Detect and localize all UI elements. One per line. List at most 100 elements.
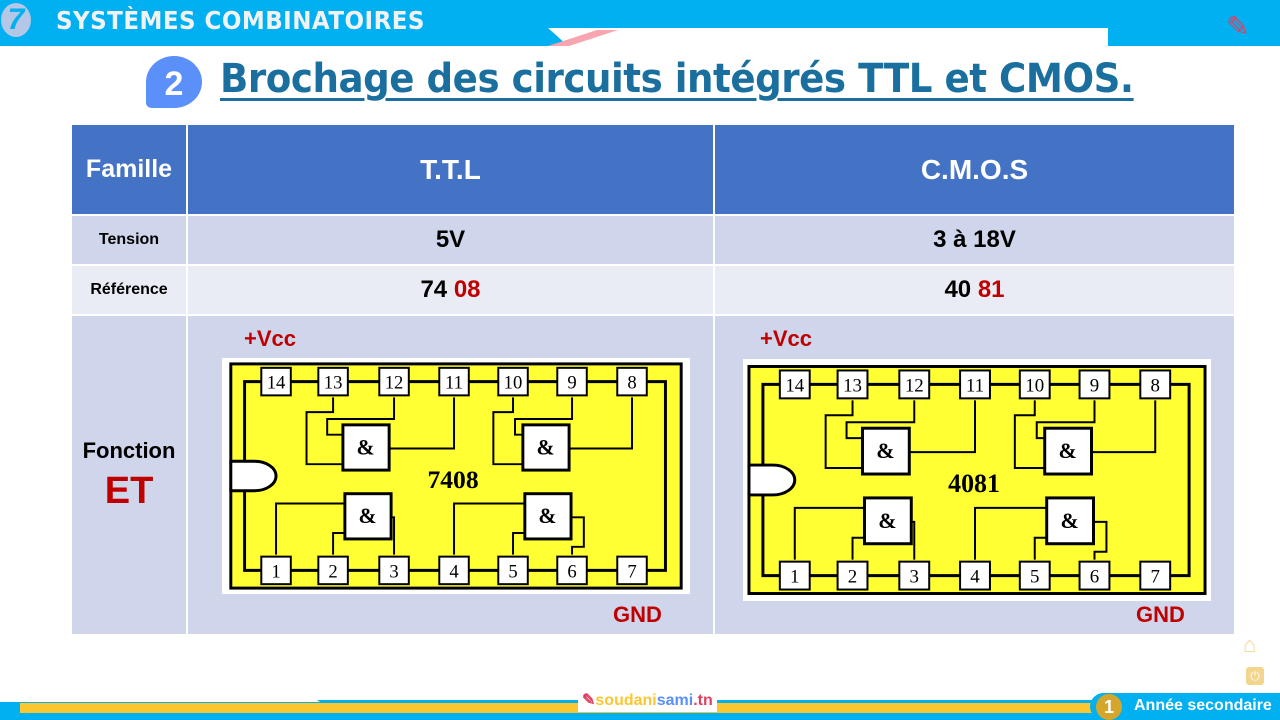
wire: [514, 397, 574, 436]
pin-number: 9: [1090, 375, 1099, 396]
gate-symbol: &: [878, 508, 896, 533]
pencil-icon: ✎: [582, 692, 596, 709]
pin-number: 11: [966, 375, 984, 396]
wire: [512, 532, 525, 555]
header-famille: Famille: [70, 123, 188, 216]
wire: [974, 506, 1047, 560]
gnd-label: GND: [613, 602, 662, 627]
chip-label: 7408: [428, 465, 479, 494]
home-icon[interactable]: ⌂: [1243, 632, 1257, 657]
wire: [845, 400, 916, 440]
label-reference: Référence: [70, 264, 188, 316]
wire: [390, 397, 456, 450]
chip-body: [229, 362, 683, 590]
pin-number: 6: [1090, 567, 1099, 588]
power-rail: [761, 382, 1191, 578]
and-gate: [523, 492, 573, 541]
pin-number: 1: [790, 567, 799, 588]
pin-number: 14: [785, 375, 804, 396]
level-text: Année secondaire: [1134, 697, 1272, 714]
pin: [378, 555, 410, 586]
chapter-title: SYSTÈMES COMBINATOIRES: [56, 6, 425, 35]
header-cmos: C.M.O.S: [713, 123, 1236, 216]
pin: [1018, 369, 1051, 400]
gnd-label: GND: [1136, 602, 1185, 627]
wire: [1013, 400, 1045, 470]
header-ttl: T.T.L: [186, 123, 715, 216]
pin-number: 5: [1030, 567, 1039, 588]
site-logo[interactable]: ✎soudanisami.tn: [578, 690, 717, 712]
pin: [260, 366, 292, 397]
pin: [1078, 369, 1111, 400]
decor-stripe: [548, 28, 1108, 48]
pin: [497, 555, 529, 586]
pin: [1018, 560, 1051, 591]
pin-number: 6: [567, 561, 576, 582]
chapter-number: 7: [1, 3, 31, 37]
pin: [556, 555, 588, 586]
pin-number: 8: [1151, 375, 1160, 396]
wire: [492, 397, 523, 466]
pin: [1078, 560, 1111, 591]
ref-suffix: 81: [977, 276, 1005, 303]
pin-number: 2: [848, 567, 857, 588]
wire: [851, 536, 865, 560]
level-badge: 1 Année secondaire: [1090, 693, 1280, 720]
pin: [438, 366, 470, 397]
section-title: Brochage des circuits intégrés TTL et CM…: [220, 56, 1134, 102]
pin-number: 2: [328, 561, 337, 582]
gate-symbol: &: [538, 504, 556, 528]
wire: [824, 400, 863, 470]
pin-number: 5: [508, 561, 517, 582]
tension-cmos: 3 à 18V: [713, 214, 1236, 266]
pin-number: 3: [389, 561, 398, 582]
footer-decor: [0, 692, 320, 702]
and-gate: [1043, 426, 1094, 476]
and-gate: [860, 426, 911, 476]
pin: [1139, 369, 1172, 400]
ref-prefix: 74: [420, 276, 448, 303]
wire: [910, 400, 977, 454]
power-icon[interactable]: ⏻: [1246, 667, 1264, 685]
wire: [326, 397, 396, 436]
and-gate: [521, 423, 571, 472]
fonction-value: ET: [104, 469, 154, 512]
wire: [569, 397, 633, 450]
label-tension: Tension: [70, 214, 188, 266]
pin: [959, 560, 991, 591]
gate-symbol: &: [357, 435, 375, 459]
vcc-label: +Vcc: [760, 326, 812, 351]
ref-suffix: 08: [453, 276, 481, 303]
tension-ttl: 5V: [186, 214, 715, 266]
pin: [616, 555, 648, 586]
wire: [1033, 536, 1047, 560]
and-gate: [343, 492, 393, 541]
reference-cmos: 40 81: [713, 264, 1236, 316]
pin-number: 14: [267, 372, 286, 393]
pin: [898, 560, 931, 591]
gate-symbol: &: [358, 504, 376, 528]
pin: [778, 560, 811, 591]
site-name-a: soudani: [595, 692, 657, 709]
gate-symbol: &: [1060, 508, 1078, 533]
pencil-logo-icon[interactable]: ✎: [1226, 11, 1250, 42]
pin-number: 11: [445, 372, 463, 393]
and-gate: [1045, 496, 1095, 546]
pin: [317, 366, 349, 397]
pin-number: 13: [324, 372, 343, 393]
wire: [275, 502, 345, 555]
pin-number: 12: [385, 372, 404, 393]
ref-prefix: 40: [944, 276, 972, 303]
wire: [793, 506, 865, 560]
pin: [438, 555, 470, 586]
notch: [747, 463, 797, 497]
wire: [1091, 400, 1157, 454]
pin-number: 10: [504, 372, 523, 393]
reference-ttl: 74 08: [186, 264, 715, 316]
wire: [1091, 520, 1108, 560]
